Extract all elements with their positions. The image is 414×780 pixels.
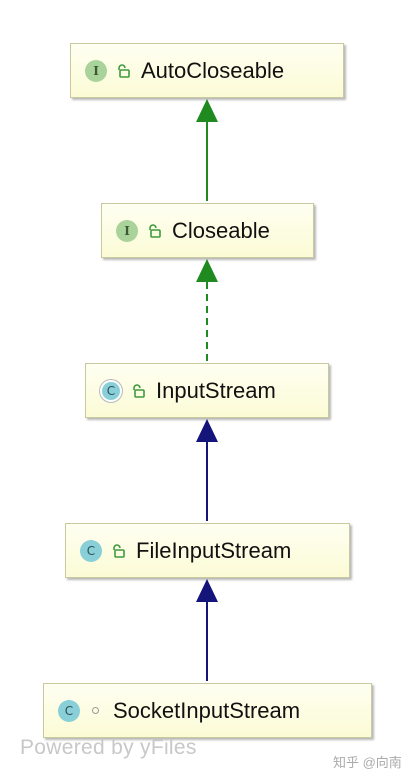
arrowhead-fileinputstream [196,579,218,602]
class-icon: C [58,699,80,722]
node-label: InputStream [156,377,276,403]
node-fileinputstream[interactable]: C FileInputStream [65,523,350,578]
class-icon: C [80,539,102,562]
interface-icon: I [85,59,107,82]
node-label: FileInputStream [136,537,292,563]
node-closeable[interactable]: I Closeable [101,203,314,258]
public-access-icon [113,543,125,558]
package-private-icon [92,707,99,714]
interface-icon: I [116,219,138,242]
abstract-class-icon: C [100,379,122,402]
node-label: AutoCloseable [141,57,285,83]
node-inputstream[interactable]: C InputStream [85,363,329,418]
public-access-icon [118,63,130,78]
yfiles-watermark: Powered by yFiles [20,736,197,759]
arrowhead-autocloseable [196,99,218,122]
zhihu-watermark: 知乎 @向南 [333,755,402,770]
node-socketinputstream[interactable]: C SocketInputStream [43,683,372,738]
node-autocloseable[interactable]: I AutoCloseable [70,43,344,98]
arrowhead-inputstream [196,419,218,442]
arrowhead-closeable [196,259,218,282]
public-access-icon [133,383,145,398]
node-label: SocketInputStream [113,697,301,723]
node-label: Closeable [172,217,270,243]
public-access-icon [149,223,161,238]
